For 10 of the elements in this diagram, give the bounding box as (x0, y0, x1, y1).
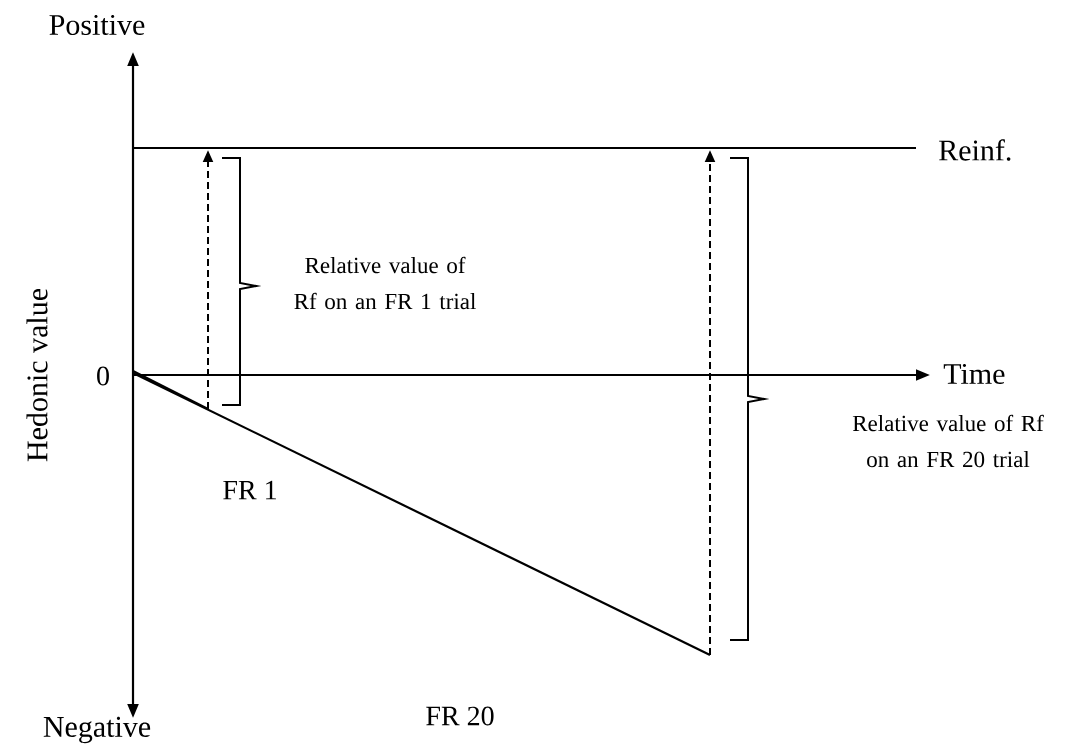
annotation: Relative value of Rf on an FR 20 trial (852, 414, 1044, 468)
curve-label: FR 20 (426, 706, 494, 726)
axis-label: Time (943, 363, 1005, 385)
curve-label: FR 1 (223, 480, 276, 500)
line-label: Reinf. (939, 139, 1011, 161)
annotation: Relative value of Rf on an FR 1 trial (294, 256, 476, 310)
axis-label: 0 (97, 366, 109, 386)
axis-label: Positive (49, 14, 145, 36)
axis-label: Hedonic value (26, 288, 48, 462)
axis-label: Negative (43, 716, 151, 744)
